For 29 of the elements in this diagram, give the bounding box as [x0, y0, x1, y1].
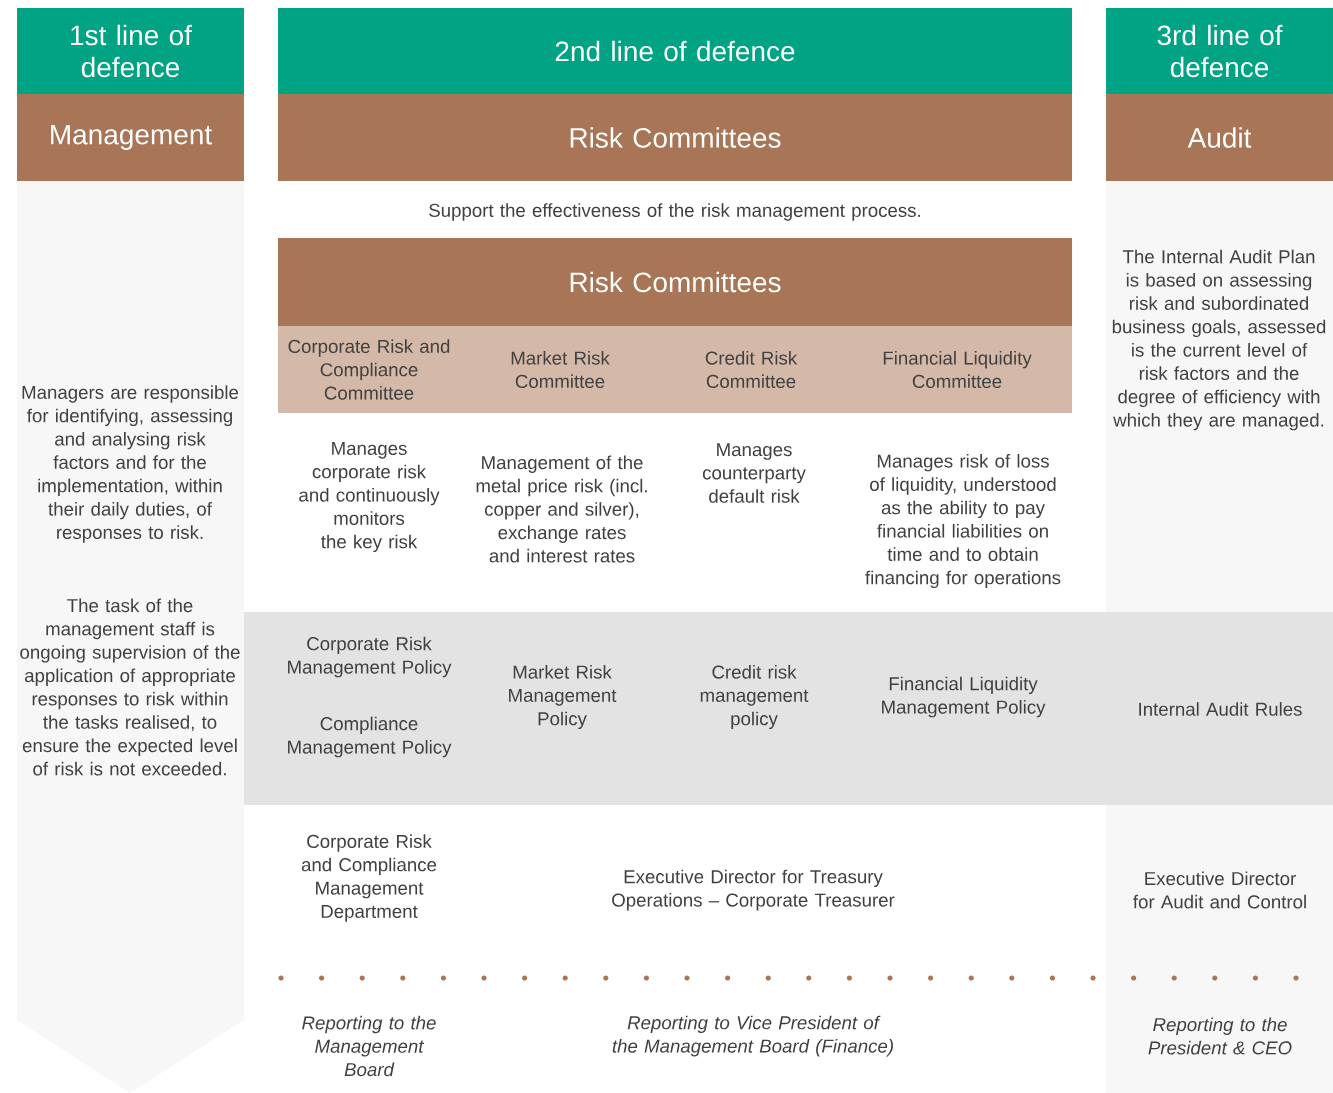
description-text: Manages risk of loss of liquidity, understood as the ability to pay financial liabilities on time and to obtain financing for operations [865, 453, 1061, 589]
header-bar: 3rd line of defence [1106, 8, 1333, 94]
title-bar: Management [17, 94, 244, 181]
reporting-note: Reporting to the Management Board [302, 1015, 436, 1077]
table-header-cell: Market Risk Committee [460, 326, 660, 413]
description-text: Management of the metal price risk (incl. copper and silver), exchange rates and interest rates [476, 455, 647, 563]
table-header-cell: Corporate Risk and Compliance Committee [278, 326, 460, 413]
arrow-band: Managers are responsible for identifying, assessing and analysing risk factors and for the implementation, within their daily duties, of responses to risk. The task of the management staff is ongoing supervision of the application of appropriate responses to risk within the tasks realised, to ensure the expected level of risk is not exceeded. [17, 181, 244, 1093]
table-header-cell: Credit Risk Committee [660, 326, 842, 413]
policy-band: Corporate Risk Management Policy Compliance Management Policy Market Risk Management Policy Credit risk management policy Financial Liquidity Management Policy Internal Audit Rules [244, 612, 1333, 805]
title-bar: Risk Committees [278, 94, 1072, 181]
node-label: Financial Liquidity Committee [883, 350, 1032, 389]
column-band: The Internal Audit Plan is based on assessing risk and subordinated business goals, assessed is the current level of risk factors and the degree of efficiency with which they are managed. [1106, 181, 1333, 612]
node-label: Market Risk Committee [511, 350, 610, 389]
role-text: Executive Director for Treasury Operations – Corporate Treasurer [612, 869, 895, 911]
reporting-note: Reporting to Vice President of the Management Board (Finance) [612, 1015, 893, 1057]
description-text: Manages corporate risk and continuously monitors the key risk [299, 442, 440, 553]
caption-text: Support the effectiveness of the risk management process. [429, 203, 921, 221]
title-bar: Risk Committees [278, 238, 1072, 326]
description-text: Manages counterparty default risk [702, 443, 806, 503]
title-bar: Audit [1106, 94, 1333, 181]
reporting-note: Reporting to the President & CEO [1148, 1017, 1292, 1055]
table-header-cell: Financial Liquidity Committee [842, 326, 1072, 413]
header-bar: 2nd line of defence [278, 8, 1072, 94]
node-label: Credit Risk Committee [705, 350, 798, 389]
node-label: Corporate Risk and Compliance Committee [288, 339, 450, 400]
role-text: Corporate Risk and Compliance Management Department [301, 834, 437, 922]
header-bar: 1st line of defence [17, 8, 244, 94]
role-text: Executive Director for Audit and Control [1133, 871, 1306, 909]
